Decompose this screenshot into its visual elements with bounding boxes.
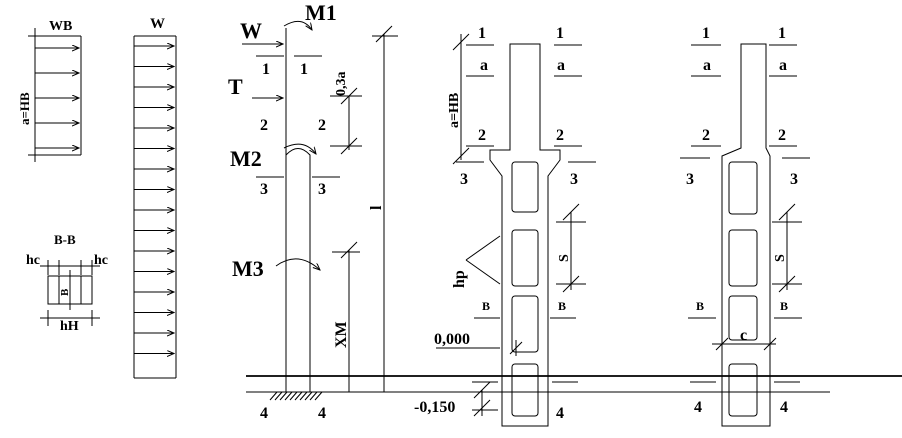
load-t: T: [228, 74, 243, 99]
offset-label: 0,3a: [334, 72, 349, 97]
height-label-hb: a=HB: [17, 92, 32, 125]
c1-sec-1-left: 1: [478, 25, 486, 42]
sec-3-left: 3: [260, 181, 268, 198]
sec-4-right: 4: [318, 405, 326, 422]
moment-m1: M1: [305, 0, 337, 25]
hn-label: hH: [60, 319, 79, 334]
c1-height-label: a=HB: [447, 93, 462, 128]
c2-sec-1-right: 1: [778, 25, 786, 42]
b-label-section: B: [59, 288, 71, 296]
c1-sec-3-left: 3: [460, 171, 468, 188]
c1-sec-4-right: 4: [556, 405, 564, 422]
wind-diagram-w: W: [133, 16, 177, 379]
xm-label: XM: [333, 321, 350, 348]
load-w: W: [240, 18, 262, 43]
c1-sec-a-right: a: [557, 57, 565, 74]
c1-sec-b-left: B: [482, 299, 490, 313]
c1-sec-2-right: 2: [556, 127, 564, 144]
level-zero: 0,000: [434, 331, 470, 348]
c2-sec-b-left: B: [696, 299, 704, 313]
c2-sec-a-left: a: [703, 57, 711, 74]
sec-1-left: 1: [262, 61, 270, 78]
ground-hatch: [269, 391, 278, 401]
c2-sec-3-left: 3: [686, 171, 694, 188]
c-label: c: [740, 327, 747, 344]
ground-hatch: [299, 391, 308, 401]
c1-sec-b-right: B: [558, 299, 566, 313]
c2-sec-a-right: a: [779, 57, 787, 74]
c1-sec-a-left: a: [480, 57, 488, 74]
moment-m2: M2: [230, 146, 262, 171]
c2-sec-2-right: 2: [778, 127, 786, 144]
level-minus: -0,150: [414, 399, 455, 416]
c1-sec-2-left: 2: [478, 127, 486, 144]
ground-hatch: [314, 391, 323, 401]
ground-hatch: [274, 391, 283, 401]
section-bb-title: B-B: [54, 232, 76, 247]
ground-hatch: [279, 391, 288, 401]
moment-m3: M3: [232, 256, 264, 281]
column-with-corbel: 1 1 a a 2 2 3 3 B B 4 a=HB hp S: [414, 25, 596, 427]
sec-1-right: 1: [300, 61, 308, 78]
c2-sec-b-right: B: [780, 299, 788, 313]
c1-sec-1-right: 1: [556, 25, 564, 42]
section-bb: B-B hc hc B hH: [26, 232, 108, 334]
load-scheme: W T M1 M2 M3 1 1 2 2 3 3 4 4 0,3a XM l: [228, 0, 398, 422]
sec-3-right: 3: [318, 181, 326, 198]
c2-sec-4-left: 4: [694, 399, 702, 416]
ground-hatch: [309, 391, 318, 401]
w-label-diagram: W: [150, 16, 165, 32]
ground-hatch: [304, 391, 313, 401]
sec-2-right: 2: [318, 117, 326, 134]
ground-lines: [246, 375, 902, 393]
column-straight: 1 1 a a 2 2 3 3 B B 4 4 S c: [680, 25, 810, 427]
wb-label: WB: [49, 19, 72, 34]
c1-s-label: S: [557, 254, 572, 262]
c2-sec-2-left: 2: [702, 127, 710, 144]
c2-sec-1-left: 1: [702, 25, 710, 42]
c1-sec-3-right: 3: [570, 171, 578, 188]
length-label: l: [368, 205, 385, 210]
wind-diagram-wb: WB a=HB: [17, 19, 82, 162]
hc-right-label: hc: [94, 253, 108, 268]
ground-hatch: [294, 391, 303, 401]
sec-4-left: 4: [260, 405, 268, 422]
c2-s-label: S: [773, 254, 788, 262]
sec-2-left: 2: [260, 117, 268, 134]
c2-sec-4-right: 4: [780, 399, 788, 416]
c2-sec-3-right: 3: [790, 171, 798, 188]
ground-hatch: [284, 391, 293, 401]
hp-label: hp: [451, 270, 468, 288]
hc-left-label: hc: [26, 253, 40, 268]
ground-hatch: [289, 391, 298, 401]
